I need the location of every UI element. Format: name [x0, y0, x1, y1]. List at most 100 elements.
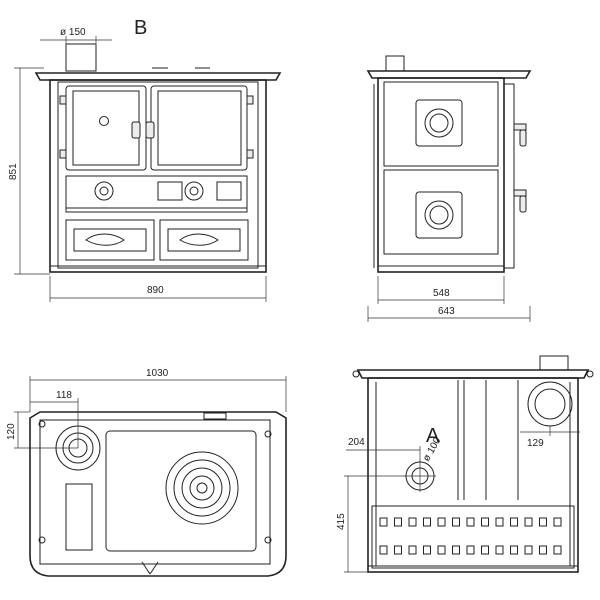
- front-drawer-right-emblem: [179, 233, 219, 246]
- top-view: 1030 118 120: [6, 368, 287, 577]
- rear-flue-offset-label: 129: [527, 438, 544, 449]
- grille-slot: [510, 517, 518, 527]
- front-drawer-right-handle: [167, 228, 241, 252]
- side-handle-lower: [513, 189, 527, 197]
- front-body: [49, 79, 267, 273]
- front-view: ø 150 B 851 890: [8, 17, 282, 302]
- front-drawer-left-handle: [73, 228, 147, 252]
- rear-a-height-label: 415: [336, 513, 347, 530]
- top-front-fixing: [149, 561, 159, 575]
- front-drawer-right: [159, 219, 249, 261]
- rear-grille: [371, 505, 575, 569]
- front-hinge: [246, 95, 254, 105]
- front-air-regulator-left-core: [99, 186, 109, 196]
- grille-slot: [452, 545, 460, 555]
- side-emblem-upper-inner: [429, 113, 449, 133]
- top-hob-ring-4: [189, 475, 215, 501]
- grille-slot: [379, 545, 388, 555]
- front-top-plate: [34, 72, 282, 81]
- side-total-depth-label: 643: [438, 306, 455, 317]
- connection-a-diameter-label: ø 100: [421, 435, 444, 463]
- grille-slot: [437, 545, 446, 555]
- connection-a-label: A: [426, 425, 440, 447]
- front-right-door-handle: [145, 121, 155, 139]
- grille-slot: [524, 517, 533, 527]
- side-panel-lower: [383, 169, 499, 255]
- front-height-label: 851: [8, 163, 19, 180]
- rear-body: [367, 377, 579, 573]
- front-right-door: [150, 85, 248, 171]
- front-left-door-knob: [99, 116, 109, 126]
- grille-slot: [495, 545, 504, 555]
- grille-slot: [510, 545, 518, 555]
- rear-flue-collar: [539, 355, 569, 371]
- rear-top-knob: [586, 370, 594, 378]
- front-width-label: 890: [147, 285, 164, 296]
- grille-slot: [481, 545, 489, 555]
- top-hob-ring-3: [181, 467, 223, 509]
- side-emblem-lower: [424, 200, 454, 230]
- top-hob-ring-1: [165, 451, 239, 525]
- top-width-label: 1030: [146, 368, 169, 379]
- grille-slot: [379, 517, 388, 527]
- front-drawer-left: [65, 219, 155, 261]
- side-top-plate: [366, 70, 532, 79]
- side-flue-collar: [385, 55, 405, 72]
- side-handle-upper: [513, 123, 527, 131]
- front-ash-door-right: [216, 181, 242, 201]
- grille-slot: [408, 517, 417, 527]
- grille-slot: [437, 517, 446, 527]
- side-emblem-upper-frame: [415, 99, 463, 147]
- side-emblem-upper: [424, 108, 454, 138]
- grille-slot: [553, 545, 562, 555]
- front-flue-collar: [65, 43, 97, 72]
- front-hinge: [59, 95, 67, 105]
- top-cooking-plate: [105, 430, 257, 552]
- grille-slot: [539, 545, 547, 555]
- rear-flue-inner: [534, 388, 566, 420]
- front-control-strip: [65, 175, 248, 213]
- grille-slot: [524, 545, 533, 555]
- grille-slot: [408, 545, 417, 555]
- top-fixing: [38, 420, 46, 428]
- grille-slot: [452, 517, 460, 527]
- side-body: [377, 77, 505, 273]
- rear-a-offset-label: 204: [348, 437, 365, 448]
- side-handle-lower-grip: [519, 195, 527, 213]
- side-emblem-lower-frame: [415, 191, 463, 239]
- side-panel-upper: [383, 81, 499, 167]
- front-drawer-left-emblem: [85, 233, 125, 246]
- top-plate-outline: [29, 411, 287, 577]
- top-plate-tab: [203, 412, 227, 420]
- rear-grille-slots: [379, 517, 562, 555]
- front-hinge: [246, 149, 254, 159]
- front-hinge: [59, 149, 67, 159]
- grille-slot: [495, 517, 504, 527]
- side-emblem-lower-inner: [429, 205, 449, 225]
- rear-top-knob: [352, 370, 360, 378]
- grille-slot: [423, 545, 431, 555]
- grille-slot: [423, 517, 431, 527]
- front-ash-door: [157, 181, 183, 201]
- grille-slot: [466, 517, 475, 527]
- top-flue-x-label: 118: [56, 390, 72, 401]
- front-left-door-handle: [131, 121, 141, 139]
- grille-slot: [553, 517, 562, 527]
- front-air-regulator-right-core: [189, 186, 199, 196]
- top-fixing: [264, 430, 272, 438]
- grille-slot: [466, 545, 475, 555]
- top-front-fixing: [141, 561, 151, 575]
- top-flue-y-label: 120: [6, 423, 17, 440]
- top-fixing: [264, 536, 272, 544]
- rear-top-plate: [356, 369, 590, 379]
- top-hob-ring-5: [196, 482, 208, 494]
- front-right-door-panel: [157, 90, 242, 166]
- top-fixing: [38, 536, 46, 544]
- front-body-inner: [57, 81, 259, 269]
- top-hob-ring-2: [173, 459, 231, 517]
- grille-slot: [394, 517, 402, 527]
- grille-slot: [394, 545, 402, 555]
- front-flue-diameter-label: ø 150: [60, 27, 86, 38]
- side-handle-upper-grip: [519, 129, 527, 147]
